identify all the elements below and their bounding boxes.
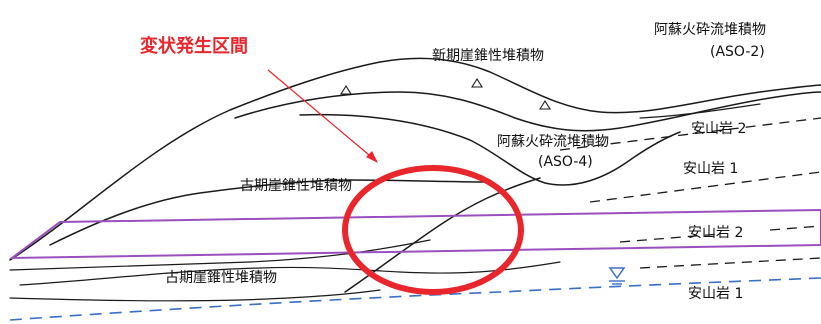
andesite1-label-upper: 安山岩 1	[683, 161, 738, 177]
lower-boundary-line-a	[9, 239, 431, 271]
andesite-boundary-mid-dashed	[589, 171, 821, 203]
aso2-label-line1: 阿蘇火砕流堆積物	[654, 22, 766, 38]
andesite-dashed-segment-3	[639, 257, 821, 269]
water-table-line	[9, 277, 821, 321]
old-talus-label-upper: 古期崖錐性堆積物	[240, 178, 352, 194]
deformation-section-title: 変状発生区間	[140, 35, 248, 57]
red-arrow-line	[267, 69, 376, 161]
purple-section-band	[8, 208, 821, 260]
andesite1-label-lower: 安山岩 1	[688, 286, 743, 302]
andesite2-label-upper: 安山岩 2	[691, 121, 746, 137]
red-arrow-head	[366, 151, 378, 163]
aso4-label-line1: 阿蘇火砕流堆積物	[497, 134, 609, 150]
new-talus-label: 新期崖錐性堆積物	[432, 48, 544, 64]
gravel-triangle-icon	[539, 99, 551, 110]
gravel-triangle-icon	[340, 84, 352, 95]
andesite-dashed-segment-2	[769, 225, 821, 231]
andesite-boundary-upper-dashed	[559, 117, 821, 151]
ground-surface-line	[9, 57, 821, 261]
aso4-base-line	[299, 113, 681, 186]
lower-boundary-line-b	[19, 261, 561, 286]
gravel-triangle-icon	[471, 77, 483, 88]
andesite2-label-lower: 安山岩 2	[688, 225, 743, 241]
old-talus-label-lower: 古期崖錐性堆積物	[165, 270, 277, 286]
aso4-label-line2: (ASO-4)	[538, 154, 593, 170]
water-table-symbol	[608, 267, 626, 285]
lower-boundary-line-c	[9, 289, 381, 302]
aso2-base-line	[639, 103, 761, 119]
deformation-zone-circle	[342, 165, 524, 295]
new-talus-base-line	[234, 91, 821, 132]
old-talus-inner-line	[49, 179, 491, 246]
aso2-label-line2: (ASO-2)	[710, 44, 765, 60]
